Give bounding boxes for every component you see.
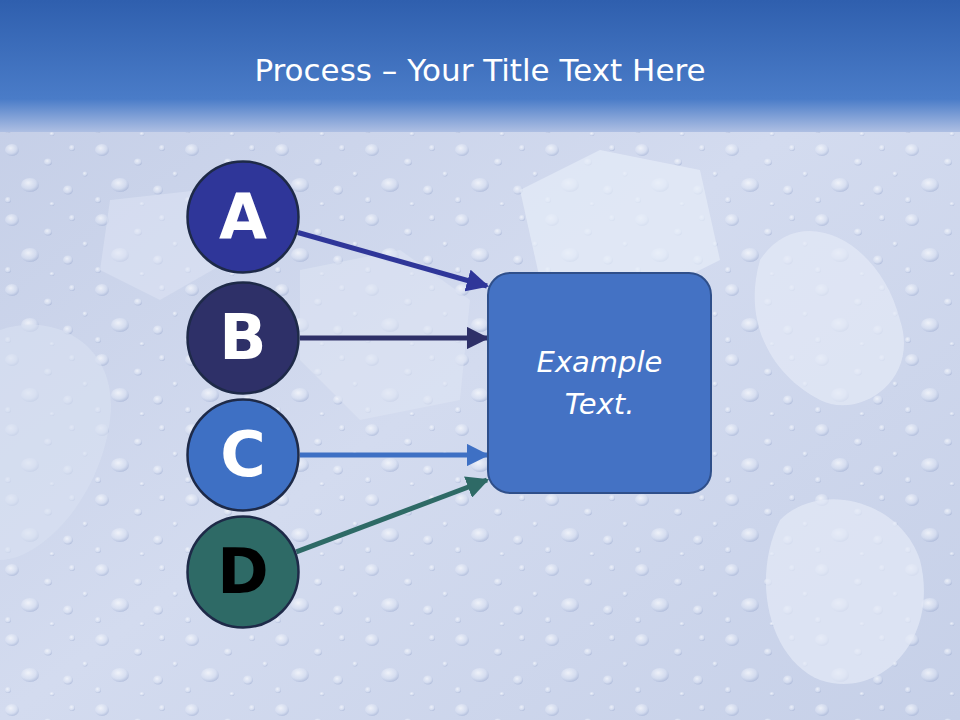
step-circle: D bbox=[186, 515, 300, 629]
process-box: Example Text. bbox=[487, 272, 712, 494]
step-letter: D bbox=[217, 541, 268, 603]
flow-arrow bbox=[300, 336, 487, 341]
slide-title: Process – Your Title Text Here bbox=[0, 52, 960, 88]
flow-arrow bbox=[300, 453, 487, 458]
step-circle: A bbox=[186, 160, 300, 274]
step-circle: C bbox=[186, 398, 300, 512]
step-letter: C bbox=[220, 424, 266, 486]
box-outline bbox=[487, 272, 712, 494]
step-letter: A bbox=[219, 186, 267, 248]
flow-arrow bbox=[298, 233, 487, 286]
step-letter: B bbox=[219, 307, 266, 369]
flow-arrow bbox=[296, 480, 487, 552]
box-text: Example Text. bbox=[525, 341, 675, 425]
step-circle: B bbox=[186, 281, 300, 395]
